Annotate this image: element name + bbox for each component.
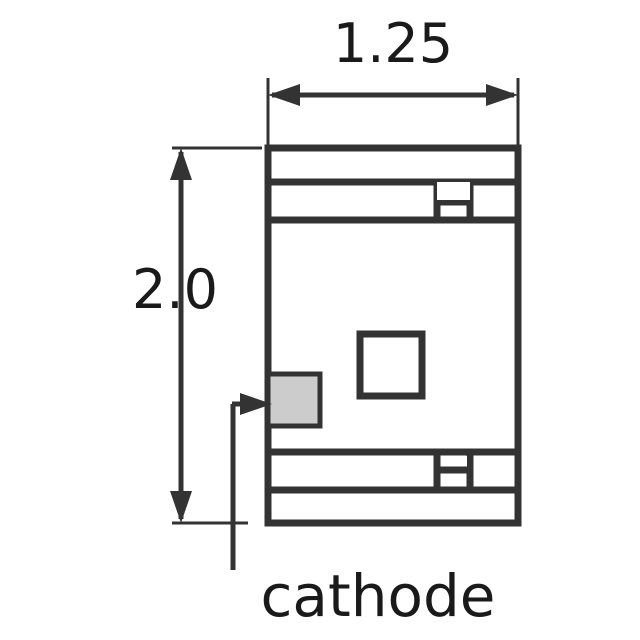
arrow-head-left	[268, 84, 300, 106]
arrow-head-bottom	[170, 491, 192, 523]
height-dimension-label: 2.0	[132, 258, 218, 321]
arrow-head-top	[170, 148, 192, 180]
center-square	[356, 330, 426, 400]
cathode-pad	[265, 371, 323, 429]
top-notch-clear	[437, 186, 470, 200]
arrow-head-right	[486, 84, 518, 106]
package-body-outline	[264, 144, 522, 527]
width-dimension-label: 1.25	[333, 12, 453, 75]
cathode-label: cathode	[261, 562, 496, 630]
cathode-leader-arrow	[240, 393, 272, 415]
